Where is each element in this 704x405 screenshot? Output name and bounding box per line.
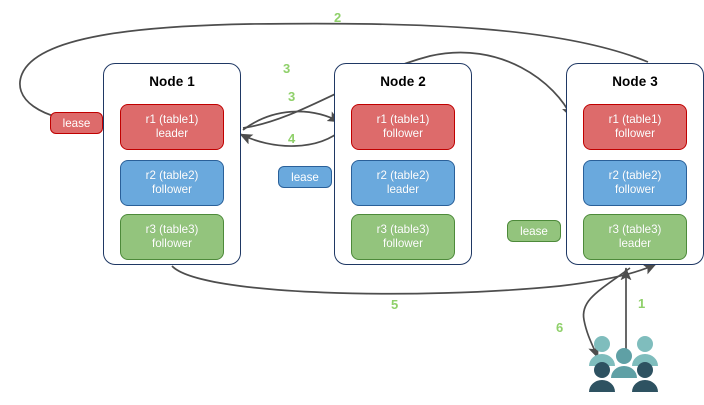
replica-role: leader (386, 183, 420, 196)
replica-r2-node2[interactable]: r2 (table2) leader (351, 160, 455, 206)
replica-role: follower (383, 237, 423, 250)
node-box-2[interactable]: Node 2 r1 (table1) follower r2 (table2) … (334, 63, 472, 265)
replica-name: r2 (table2) (608, 169, 662, 182)
replica-r3-node3[interactable]: r3 (table3) leader (583, 214, 687, 260)
lease-badge-green[interactable]: lease (507, 220, 561, 242)
replica-r1-node1[interactable]: r1 (table1) leader (120, 104, 224, 150)
replica-r3-node2[interactable]: r3 (table3) follower (351, 214, 455, 260)
replica-name: r1 (table1) (608, 113, 662, 126)
replica-r1-node3[interactable]: r1 (table1) follower (583, 104, 687, 150)
replica-name: r1 (table1) (145, 113, 199, 126)
lease-badge-blue[interactable]: lease (278, 166, 332, 188)
arrow-step-6 (582, 267, 631, 359)
replica-r2-node1[interactable]: r2 (table2) follower (120, 160, 224, 206)
step-label-2: 2 (334, 10, 342, 25)
people-group-icon (589, 336, 658, 392)
replica-name: r3 (table3) (608, 223, 662, 236)
step-label-5: 5 (391, 297, 399, 312)
step-label-1: 1 (638, 296, 646, 311)
replica-r3-node1[interactable]: r3 (table3) follower (120, 214, 224, 260)
replica-name: r3 (table3) (145, 223, 199, 236)
replica-name: r2 (table2) (376, 169, 430, 182)
node-title: Node 1 (149, 74, 195, 89)
replica-role: follower (152, 237, 192, 250)
lease-badge-red[interactable]: lease (50, 112, 103, 134)
replica-role: leader (618, 237, 652, 250)
node-box-1[interactable]: Node 1 r1 (table1) leader r2 (table2) fo… (103, 63, 241, 265)
replica-role: follower (615, 183, 655, 196)
step-label-3-lower: 3 (288, 89, 296, 104)
replica-role: follower (152, 183, 192, 196)
step-label-3-upper: 3 (283, 61, 291, 76)
arrow-step-5 (171, 263, 657, 295)
replica-role: follower (383, 127, 423, 140)
arrow-step-2 (19, 22, 649, 128)
node-box-3[interactable]: Node 3 r1 (table1) follower r2 (table2) … (566, 63, 704, 265)
step-label-4: 4 (288, 131, 296, 146)
replica-role: follower (615, 127, 655, 140)
arrow-step-3-lower (242, 110, 341, 131)
replica-name: r3 (table3) (376, 223, 430, 236)
node-title: Node 2 (380, 74, 426, 89)
replica-role: leader (155, 127, 189, 140)
replica-r1-node2[interactable]: r1 (table1) follower (351, 104, 455, 150)
replica-r2-node3[interactable]: r2 (table2) follower (583, 160, 687, 206)
step-label-6: 6 (556, 320, 564, 335)
replica-name: r1 (table1) (376, 113, 430, 126)
replica-name: r2 (table2) (145, 169, 199, 182)
node-title: Node 3 (612, 74, 658, 89)
